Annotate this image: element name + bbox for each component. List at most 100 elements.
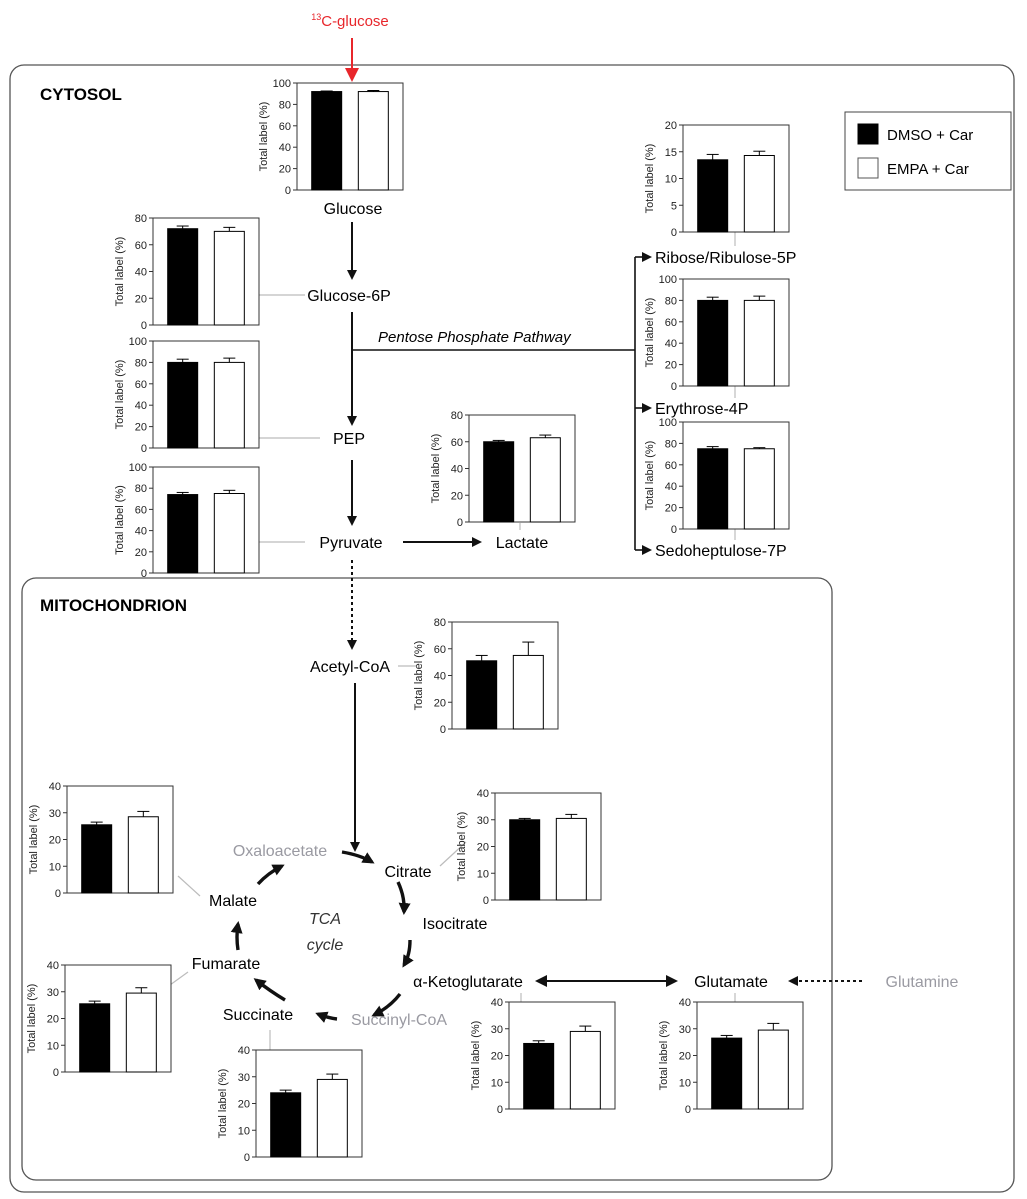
y-tick-label: 10: [238, 1125, 250, 1137]
y-tick-label: 40: [135, 400, 147, 412]
arrow-isocitrate-akg: [402, 939, 414, 968]
y-tick-label: 40: [491, 997, 503, 1009]
bar-dmso: [167, 361, 199, 449]
y-axis-label: Total label (%): [114, 485, 126, 555]
y-tick-label: 60: [135, 504, 147, 516]
y-axis-label: Total label (%): [456, 812, 468, 882]
y-tick-label: 40: [665, 338, 677, 350]
y-tick-label: 15: [665, 147, 677, 159]
y-tick-label: 10: [679, 1077, 691, 1089]
bar-empa: [743, 299, 775, 387]
y-tick-label: 0: [497, 1104, 503, 1116]
y-tick-label: 30: [491, 1024, 503, 1036]
y-tick-label: 20: [135, 547, 147, 559]
bar-empa: [529, 437, 561, 523]
y-tick-label: 20: [135, 293, 147, 305]
metabolite-ribose: Ribose/Ribulose-5P: [655, 250, 796, 267]
y-tick-label: 0: [457, 517, 463, 529]
legend-label-empa: EMPA + Car: [887, 161, 969, 178]
y-axis-label: Total label (%): [217, 1069, 229, 1139]
metabolite-glutamine: Glutamine: [886, 974, 959, 991]
y-axis-label: Total label (%): [430, 434, 442, 504]
y-tick-label: 0: [671, 381, 677, 393]
metabolite-pyruvate: Pyruvate: [319, 535, 382, 552]
legend-swatch-empa: [857, 157, 879, 179]
y-tick-label: 20: [679, 1051, 691, 1063]
metabolite-succinate: Succinate: [223, 1007, 293, 1024]
bar-dmso: [270, 1092, 302, 1158]
bar-dmso: [81, 824, 113, 894]
bar-dmso: [711, 1037, 743, 1110]
y-tick-label: 60: [665, 317, 677, 329]
y-tick-label: 60: [279, 121, 291, 133]
y-axis-label: Total label (%): [658, 1021, 670, 1091]
y-tick-label: 10: [477, 868, 489, 880]
y-tick-label: 100: [129, 336, 147, 348]
y-tick-label: 0: [55, 888, 61, 900]
bar-dmso: [697, 299, 729, 387]
y-tick-label: 80: [135, 483, 147, 495]
y-tick-label: 10: [491, 1077, 503, 1089]
y-tick-label: 80: [665, 438, 677, 450]
y-tick-label: 10: [49, 861, 61, 873]
y-tick-label: 20: [135, 422, 147, 434]
y-tick-label: 60: [135, 240, 147, 252]
connector-malate: [177, 875, 201, 897]
metabolite-fumarate: Fumarate: [192, 956, 261, 973]
bar-dmso: [483, 441, 515, 523]
connector-fumarate: [169, 971, 189, 986]
bar-empa: [125, 992, 157, 1073]
y-axis-label: Total label (%): [413, 641, 425, 711]
y-axis-label: Total label (%): [26, 984, 38, 1054]
y-tick-label: 30: [238, 1072, 250, 1084]
connector-citrate: [439, 841, 467, 867]
bar-empa: [213, 493, 245, 574]
y-tick-label: 60: [434, 644, 446, 656]
metabolite-erythrose: Erythrose-4P: [655, 401, 748, 418]
y-tick-label: 40: [49, 781, 61, 793]
y-tick-label: 20: [477, 842, 489, 854]
metabolite-pep: PEP: [333, 431, 365, 448]
metabolite-sedoheptulose: Sedoheptulose-7P: [655, 543, 787, 560]
source-main: C-glucose: [321, 13, 389, 30]
y-tick-label: 0: [141, 443, 147, 455]
y-tick-label: 80: [434, 617, 446, 629]
bar-dmso: [466, 660, 498, 730]
y-axis-label: Total label (%): [470, 1021, 482, 1091]
y-axis-label: Total label (%): [258, 102, 270, 172]
source-label: 13C-glucose: [311, 12, 389, 30]
y-tick-label: 80: [451, 410, 463, 422]
arrow-citrate-isocitrate: [396, 881, 411, 915]
metabolite-acetylcoa: Acetyl-CoA: [310, 659, 390, 676]
y-tick-label: 30: [47, 987, 59, 999]
legend-swatch-dmso: [857, 123, 879, 145]
y-tick-label: 0: [671, 524, 677, 536]
y-tick-label: 10: [47, 1040, 59, 1052]
connectors: [169, 232, 736, 1050]
y-axis-label: Total label (%): [644, 144, 656, 214]
y-tick-label: 0: [244, 1152, 250, 1164]
y-tick-label: 100: [659, 417, 677, 429]
y-tick-label: 20: [434, 697, 446, 709]
y-tick-label: 40: [679, 997, 691, 1009]
arrow-succinate-fumarate: [253, 978, 286, 1002]
y-tick-label: 40: [47, 960, 59, 972]
y-tick-label: 40: [279, 142, 291, 154]
source-superscript: 13: [311, 12, 321, 22]
y-tick-label: 0: [141, 320, 147, 332]
arrow-succinylcoa-succinate: [315, 1011, 338, 1023]
bar-empa: [127, 816, 159, 894]
bar-dmso: [167, 228, 199, 326]
bar-dmso: [509, 819, 541, 901]
y-tick-label: 0: [671, 227, 677, 239]
y-tick-label: 30: [49, 808, 61, 820]
metabolite-citrate: Citrate: [384, 864, 431, 881]
y-tick-label: 40: [434, 671, 446, 683]
